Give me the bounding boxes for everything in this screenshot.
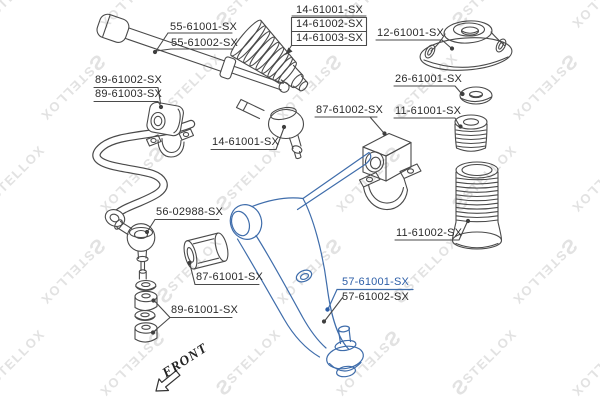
part-label-89-61003-sx[interactable]: 89-61003-SX: [95, 88, 163, 100]
part-label-55-61001-sx[interactable]: 55-61001-SX: [170, 21, 238, 33]
part-label-14-61002-sx[interactable]: 14-61002-SX: [296, 18, 364, 30]
bump-stop-drawing: [454, 114, 488, 152]
stabilizer-bracket-drawing: [145, 128, 195, 158]
part-label-56-02988-sx[interactable]: 56-02988-SX: [156, 206, 224, 218]
control-arm-bushing-cube-drawing: [362, 132, 412, 182]
part-label-57-61001-sx-highlighted[interactable]: 57-61001-SX: [342, 276, 410, 288]
part-label-11-61002-sx[interactable]: 11-61002-SX: [396, 227, 463, 239]
tie-rod-end-drawing: [235, 98, 305, 160]
front-arrow-icon: [155, 370, 181, 392]
part-label-11-61001-sx[interactable]: 11-61001-SX: [395, 105, 462, 117]
control-arm-drawing: [229, 151, 372, 378]
leader-lines: [93, 15, 471, 335]
part-label-57-61002-sx[interactable]: 57-61002-SX: [342, 291, 410, 303]
stabilizer-bushing-drawing: [146, 101, 184, 137]
part-label-14-61003-sx[interactable]: 14-61003-SX: [296, 32, 364, 44]
part-label-12-61001-sx[interactable]: 12-61001-SX: [377, 27, 445, 39]
stabilizer-bar-drawing: [92, 119, 196, 227]
stabilizer-link-drawing: [114, 219, 156, 272]
part-label-89-61002-sx[interactable]: 89-61002-SX: [95, 74, 163, 86]
steering-boot-drawing: [230, 19, 309, 92]
part-label-26-61001-sx[interactable]: 26-61001-SX: [395, 73, 463, 85]
arm-bushing-drawing: [183, 232, 229, 270]
part-label-55-61002-sx[interactable]: 55-61002-SX: [171, 37, 239, 49]
strut-washer-drawing: [459, 86, 493, 105]
part-label-14-61001-sx-boot[interactable]: 14-61001-SX: [296, 4, 364, 16]
part-label-14-61001-sx-tie-rod-end[interactable]: 14-61001-SX: [212, 136, 280, 148]
highlight-leader-line: [325, 288, 414, 312]
part-label-87-61002-sx[interactable]: 87-61002-SX: [316, 104, 384, 116]
link-washers-drawing: [134, 269, 158, 343]
control-arm-bracket-drawing: [358, 163, 422, 211]
part-label-87-61001-sx[interactable]: 87-61001-SX: [196, 271, 264, 283]
part-label-89-61001-sx[interactable]: 89-61001-SX: [171, 304, 239, 316]
strut-mount-drawing: [419, 20, 513, 71]
